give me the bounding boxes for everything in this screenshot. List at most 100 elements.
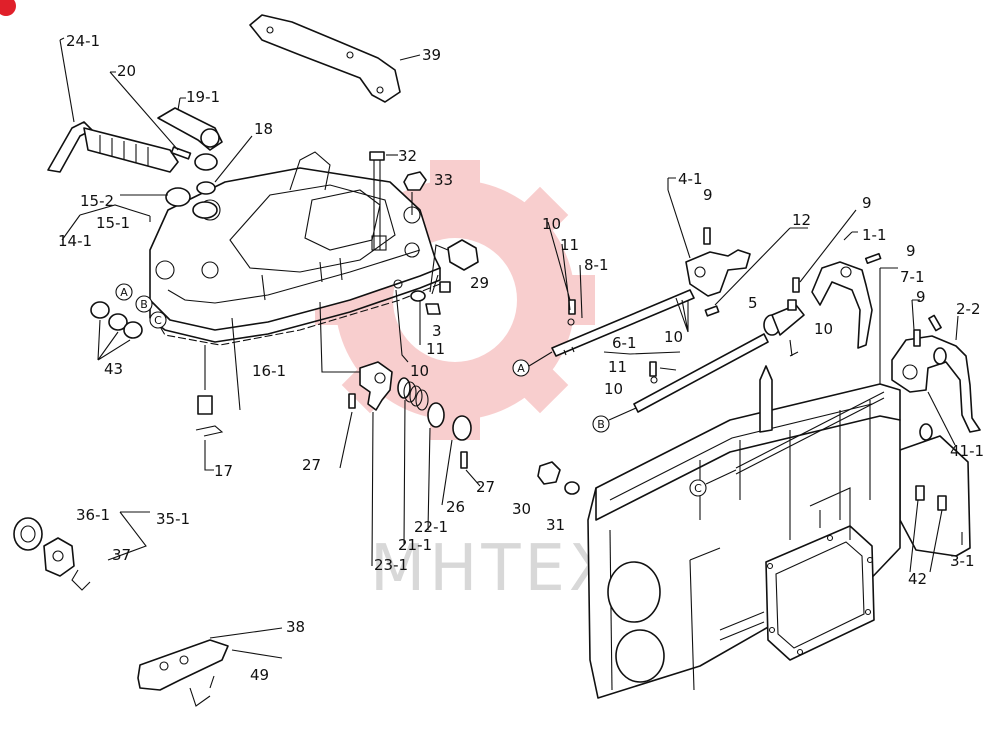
callout-label: 15-1 bbox=[96, 214, 130, 232]
callout-label: 31 bbox=[546, 516, 565, 534]
callout-label: 9 bbox=[862, 194, 872, 212]
marker-b-left: B bbox=[135, 295, 153, 313]
callout-label: 10 bbox=[664, 328, 683, 346]
callout-label: 23-1 bbox=[374, 556, 408, 574]
callout-label: 5 bbox=[748, 294, 758, 312]
callout-label: 43 bbox=[104, 360, 123, 378]
callout-label: 4-1 bbox=[678, 170, 703, 188]
marker-c-left: C bbox=[149, 311, 167, 329]
shaft-6-part bbox=[603, 333, 769, 413]
callout-label: 8-1 bbox=[584, 256, 609, 274]
callout-label: 21-1 bbox=[398, 536, 432, 554]
marker-a-left: A bbox=[115, 283, 133, 301]
callout-label: 29 bbox=[470, 274, 489, 292]
pin-12-part bbox=[704, 305, 720, 317]
callout-label: 26 bbox=[446, 498, 465, 516]
pin-20-part bbox=[170, 146, 192, 160]
pin-17-part bbox=[195, 395, 224, 471]
callout-label: 27 bbox=[476, 478, 495, 496]
callout-label: 42 bbox=[908, 570, 927, 588]
washer-26-part bbox=[452, 415, 472, 441]
svg-text:A: A bbox=[120, 286, 128, 299]
callout-label: 1-1 bbox=[862, 226, 887, 244]
fork-2-part bbox=[891, 299, 981, 433]
callout-label: 20 bbox=[117, 62, 136, 80]
callout-label: 10 bbox=[542, 215, 561, 233]
svg-text:C: C bbox=[154, 314, 162, 327]
callout-label: 10 bbox=[604, 380, 623, 398]
washer-22-part bbox=[427, 402, 445, 428]
callout-label: 32 bbox=[398, 147, 417, 165]
callout-label: 16-1 bbox=[252, 362, 286, 380]
svg-text:B: B bbox=[597, 418, 605, 431]
bolt-32-part bbox=[369, 151, 398, 250]
callout-label: 41-1 bbox=[950, 442, 984, 460]
callout-label: 39 bbox=[422, 46, 441, 64]
top-cover-part bbox=[149, 151, 441, 343]
marker-c-right: C bbox=[689, 469, 737, 497]
callout-label: 17 bbox=[214, 462, 233, 480]
svg-text:A: A bbox=[517, 362, 525, 375]
callout-label: 30 bbox=[512, 500, 531, 518]
spring-21-part bbox=[397, 377, 429, 411]
callout-label: 24-1 bbox=[66, 32, 100, 50]
callout-label: 6-1 bbox=[612, 334, 637, 352]
callout-label: 9 bbox=[916, 288, 926, 306]
callout-label: 3-1 bbox=[950, 552, 975, 570]
svg-text:B: B bbox=[140, 298, 148, 311]
callout-label: 11 bbox=[560, 236, 579, 254]
callout-label: 10 bbox=[410, 362, 429, 380]
switch-29-part bbox=[429, 239, 479, 295]
bushing-18-part bbox=[192, 135, 253, 219]
callout-label: 38 bbox=[286, 618, 305, 636]
corner-badge bbox=[0, 0, 16, 16]
callout-label: 2-2 bbox=[956, 300, 981, 318]
plug-30-part bbox=[537, 461, 580, 495]
bracket-39-part bbox=[249, 14, 421, 103]
callout-label: 9 bbox=[703, 186, 713, 204]
fork-23-part bbox=[359, 361, 393, 411]
callout-label: 9 bbox=[906, 242, 916, 260]
callout-label: 18 bbox=[254, 120, 273, 138]
callout-labels: 24-1 20 19-1 39 18 32 33 4-1 9 10 11 8-1… bbox=[58, 32, 984, 684]
seal-15-part bbox=[165, 187, 191, 207]
leader-line bbox=[59, 39, 75, 123]
callout-label: 36-1 bbox=[76, 506, 110, 524]
watermark-text: MHTEX bbox=[370, 532, 617, 606]
pin-27b-part bbox=[460, 451, 468, 469]
plate-3-part bbox=[899, 423, 971, 573]
fork-4-part bbox=[667, 177, 751, 297]
callout-label: 11 bbox=[426, 340, 445, 358]
callout-label: 3 bbox=[432, 322, 442, 340]
callout-label: 14-1 bbox=[58, 232, 92, 250]
marker-a-right: A bbox=[512, 351, 553, 377]
gasket-part bbox=[154, 283, 441, 346]
lever-38-part bbox=[137, 627, 283, 707]
leader-line bbox=[231, 317, 241, 411]
callout-label: 10 bbox=[814, 320, 833, 338]
callout-label: 7-1 bbox=[900, 268, 925, 286]
callout-label: 37 bbox=[112, 546, 131, 564]
callout-label: 22-1 bbox=[414, 518, 448, 536]
transmission-housing-part bbox=[587, 365, 901, 699]
nut-33-part bbox=[403, 171, 427, 215]
marker-b-right: B bbox=[592, 407, 637, 433]
cover-36-part bbox=[13, 511, 150, 591]
callout-label: 49 bbox=[250, 666, 269, 684]
lever-24-part bbox=[47, 121, 179, 173]
callout-label: 15-2 bbox=[80, 192, 114, 210]
callout-label: 27 bbox=[302, 456, 321, 474]
callout-label: 11 bbox=[608, 358, 627, 376]
detent-parts bbox=[393, 279, 441, 363]
fork-1-part bbox=[811, 231, 882, 349]
callout-label: 19-1 bbox=[186, 88, 220, 106]
shaft-8-part bbox=[547, 221, 695, 357]
collar-5-part bbox=[763, 277, 805, 357]
arm-19-part bbox=[157, 97, 223, 151]
callout-label: 35-1 bbox=[156, 510, 190, 528]
callout-label: 33 bbox=[434, 171, 453, 189]
svg-text:C: C bbox=[694, 482, 702, 495]
callout-label: 12 bbox=[792, 211, 811, 229]
